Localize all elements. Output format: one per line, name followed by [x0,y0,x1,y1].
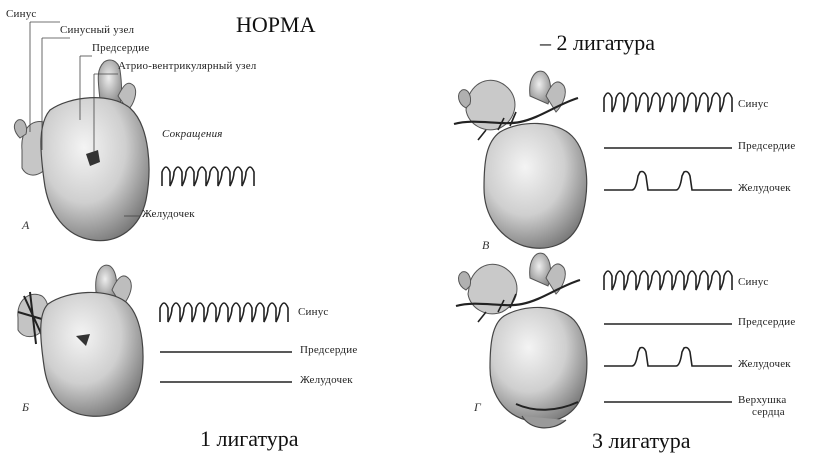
label-atrium-b: Предсердие [300,344,357,356]
label-atrium-v: Предсердие [738,140,795,152]
label-atrium-g: Предсердие [738,316,795,328]
label-sinus-v: Синус [738,98,769,110]
panel-letter-v: В [482,238,489,253]
label-ventricle-g: Желудочек [738,358,791,370]
waveform-sinus-b [160,303,288,322]
label-av-node-a: Атрио-вентрикулярный узел [118,60,257,72]
panel-letter-g: Г [474,400,481,415]
label-ventricle-b: Желудочек [300,374,353,386]
waveform-ventricle-g [604,348,732,367]
label-atrium-a: Предсердие [92,42,149,54]
panel-letter-b: Б [22,400,29,415]
label-ventricle-v: Желудочек [738,182,791,194]
panel-letter-a: А [22,218,29,233]
label-apex-line2-g: сердца [752,406,785,418]
waveform-ventricle-v [604,172,732,191]
label-apex-line1-g: Верхушка [738,394,786,406]
heart-b [18,265,143,416]
heart-a [14,22,149,241]
label-sinus-a: Синус [6,8,37,20]
label-ventricle-a: Желудочек [142,208,195,220]
label-sinus-b: Синус [298,306,329,318]
label-sinus-g: Синус [738,276,769,288]
waveform-contractions-a [162,167,254,186]
waveform-sinus-v [604,93,732,112]
label-sinus-node-a: Синусный узел [60,24,134,36]
label-contractions-a: Сокращения [162,128,223,140]
heart-v [454,71,587,248]
waveform-sinus-g [604,271,732,290]
